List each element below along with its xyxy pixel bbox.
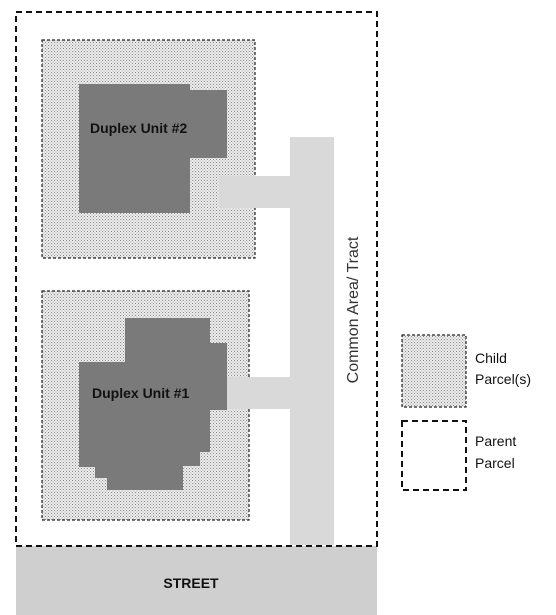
common-area-vertical	[290, 137, 334, 545]
legend-parent-label-line2: Parcel	[475, 455, 515, 471]
duplex-unit-1-label: Duplex Unit #1	[92, 385, 189, 401]
legend-parent-swatch	[401, 420, 467, 491]
street-label: STREET	[163, 575, 219, 591]
duplex-unit-2-building	[79, 84, 227, 213]
legend-parent-label-line1: Parent	[475, 433, 516, 449]
legend-child-swatch	[401, 334, 467, 408]
parent-parcel-boundary	[15, 11, 378, 547]
duplex-unit-1-building	[79, 318, 227, 490]
legend-child-label-line2: Parcel(s)	[475, 371, 531, 387]
driveway-lower	[227, 377, 291, 409]
driveway-upper	[219, 176, 291, 208]
common-area-label: Common Area/ Tract	[345, 236, 362, 383]
street	[16, 546, 377, 615]
legend-child-label-line1: Child	[475, 350, 507, 366]
duplex-unit-2-label: Duplex Unit #2	[90, 120, 187, 136]
